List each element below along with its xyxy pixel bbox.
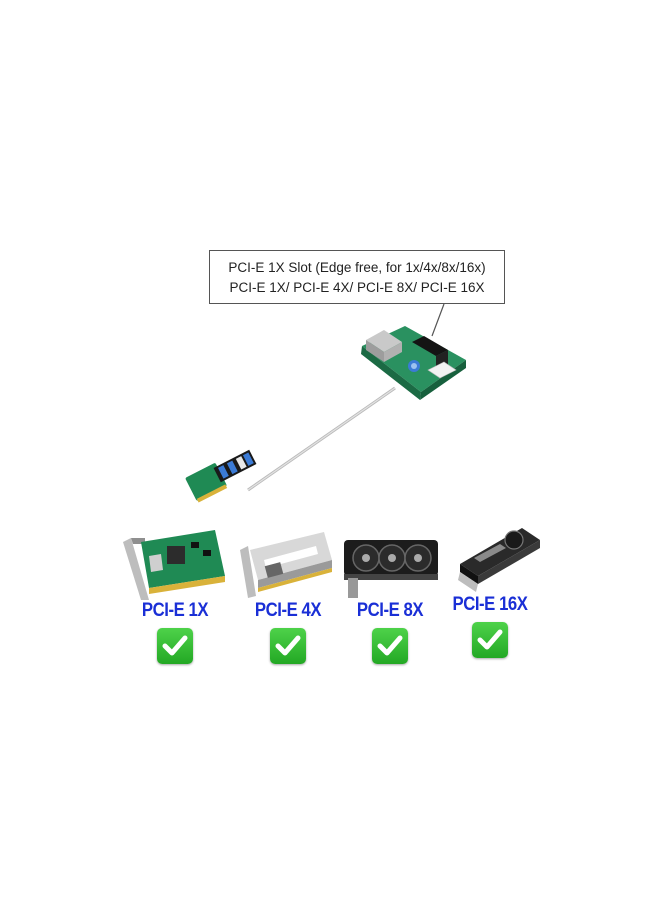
- callout-pointer: [431, 303, 445, 337]
- card-label: PCI-E 8X: [356, 600, 424, 621]
- card-pcie-4x: PCI-E 4X: [228, 520, 348, 664]
- card-pcie-1x: PCI-E 1X: [115, 520, 235, 664]
- check-icon: [472, 622, 508, 658]
- pcie-slot-board: [361, 326, 466, 400]
- card-label: PCI-E 1X: [141, 600, 209, 621]
- slot-callout: PCI-E 1X Slot (Edge free, for 1x/4x/8x/1…: [209, 250, 505, 304]
- callout-line-2: PCI-E 1X/ PCI-E 4X/ PCI-E 8X/ PCI-E 16X: [229, 280, 485, 295]
- check-icon: [270, 628, 306, 664]
- compatible-cards-row: PCI-E 1X PCI-E 4X: [0, 520, 660, 700]
- gpu-triple-fan-image: [344, 540, 438, 598]
- gpu-blower-image: [458, 528, 540, 592]
- check-icon: [157, 628, 193, 664]
- card-label: PCI-E 4X: [254, 600, 322, 621]
- callout-line-1: PCI-E 1X Slot (Edge free, for 1x/4x/8x/1…: [228, 260, 486, 275]
- mini-pcie-card: [185, 449, 257, 503]
- ssd-card-image: [240, 532, 332, 598]
- card-pcie-16x: PCI-E 16X: [430, 514, 550, 658]
- network-card-image: [123, 530, 225, 600]
- ribbon-cable: [247, 386, 396, 492]
- card-pcie-8x: PCI-E 8X: [330, 520, 450, 664]
- card-label: PCI-E 16X: [452, 594, 528, 615]
- check-icon: [372, 628, 408, 664]
